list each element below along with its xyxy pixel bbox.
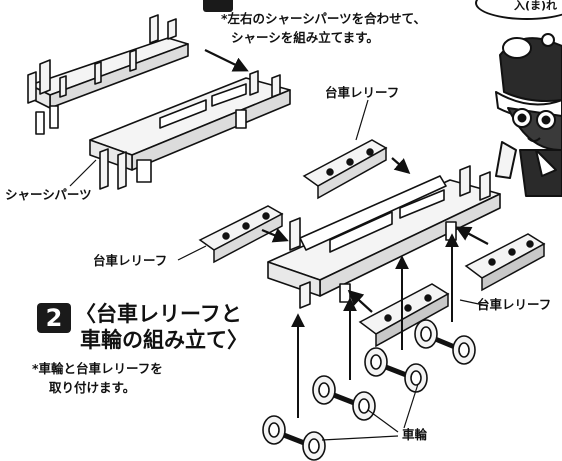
- label-bogie-relief-top: 台車レリーフ: [325, 85, 400, 100]
- arrow-bogie-right: [455, 226, 489, 245]
- step-2-note-line-1: *車輪と台車レリーフを: [32, 361, 163, 376]
- speech-bubble-text: 入(ま)れ: [514, 0, 558, 12]
- arrow-bogie-bottom: [347, 289, 373, 313]
- leader-bogie-top: [355, 99, 369, 141]
- leader-bogie-left: [177, 245, 207, 261]
- step-2-number: 2: [37, 303, 71, 333]
- step-1-note-line-2: シャーシを組み立てます。: [231, 30, 379, 45]
- leader-chassis-parts: [69, 159, 97, 187]
- mascot-character: [495, 33, 562, 197]
- leader-wheels-1: [321, 435, 399, 441]
- step-1-note-line-1: *左右のシャーシパーツを合わせて、: [221, 11, 427, 26]
- arrow-chassis-join: [204, 49, 249, 72]
- label-chassis-parts: シャーシパーツ: [5, 187, 92, 202]
- step-2-note-line-2: 取り付けます。: [49, 380, 136, 395]
- label-bogie-relief-left: 台車レリーフ: [93, 253, 168, 268]
- bogie-relief-left: [198, 205, 284, 264]
- chassis-part-left-back: [27, 14, 189, 135]
- bogie-relief-bottom: [358, 283, 450, 348]
- chassis-part-right-front: [89, 70, 291, 190]
- arrow-bogie-top: [391, 157, 411, 175]
- leader-bogie-right: [459, 299, 489, 307]
- label-bogie-relief-right: 台車レリーフ: [477, 297, 552, 312]
- wheelset-3: [364, 347, 428, 393]
- label-wheels: 車輪: [402, 427, 428, 442]
- assembled-chassis: [267, 165, 501, 309]
- bogie-relief-top: [302, 139, 388, 200]
- wheelset-4: [414, 319, 476, 365]
- step-1-badge-fragment: [203, 0, 233, 12]
- step-2-heading-line-1: 〈台車レリーフと: [75, 302, 242, 326]
- step-2-heading-line-2: 車輪の組み立て〉: [80, 328, 248, 352]
- wheelset-1: [262, 415, 326, 461]
- wheelset-2: [312, 375, 376, 421]
- leader-wheels-3: [403, 383, 419, 429]
- bogie-relief-right: [464, 233, 546, 292]
- leader-wheels-2: [367, 409, 399, 433]
- arrow-bogie-left: [261, 228, 289, 243]
